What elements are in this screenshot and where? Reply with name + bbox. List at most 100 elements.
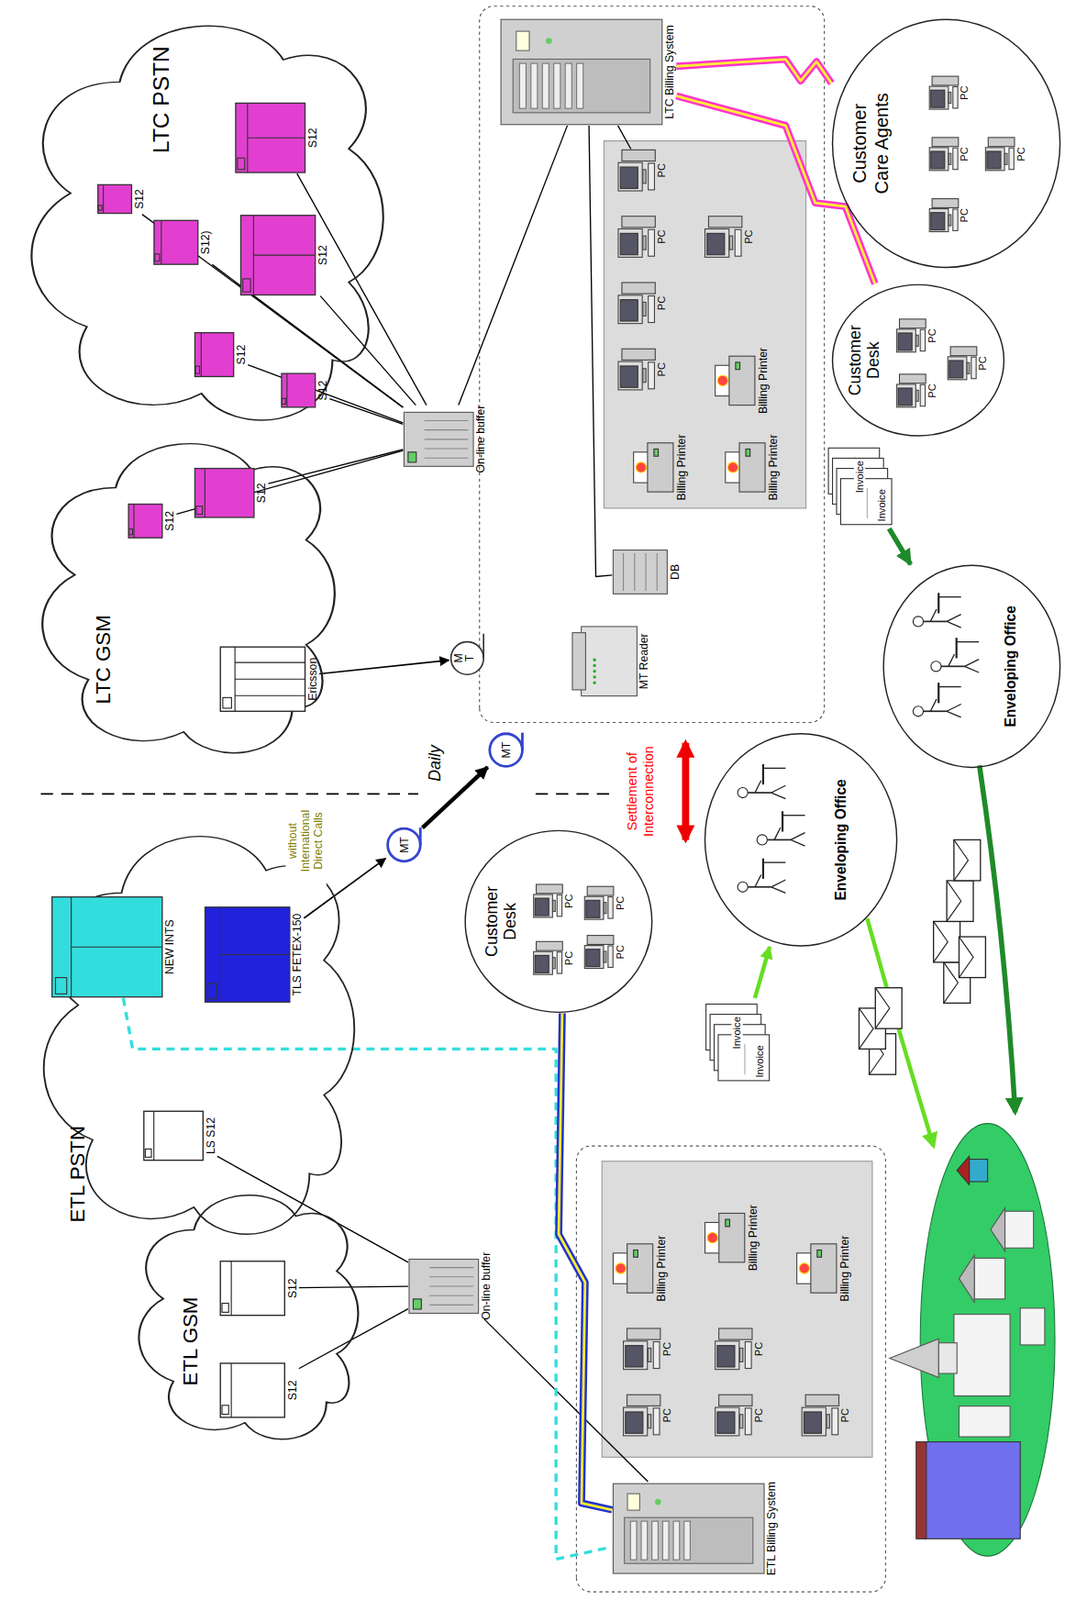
house — [974, 1257, 1005, 1298]
device-icon-part — [987, 137, 1015, 147]
device-icon — [896, 318, 927, 354]
device-icon-part — [608, 945, 613, 967]
device-icon — [611, 1242, 655, 1295]
pc-terminal: PC — [984, 136, 1027, 172]
connector — [297, 173, 427, 405]
billing-printer: Billing Printer — [796, 1235, 853, 1302]
enveloping-office-outline-part — [762, 858, 765, 879]
enveloping-office-outline-part — [923, 621, 948, 623]
label-text: LTC Billing System — [663, 24, 677, 119]
pc-terminal: PC — [714, 1393, 766, 1437]
pc-terminal: PC — [800, 1393, 852, 1437]
label-text: S12 — [306, 127, 320, 148]
device-icon — [583, 885, 614, 921]
device-icon-part — [897, 329, 917, 353]
text-holder: ETL GSM — [178, 1297, 203, 1387]
label-text: PC — [563, 893, 576, 908]
device-icon — [239, 214, 316, 297]
connector-line — [320, 296, 416, 406]
enveloping-office-outline-part — [946, 710, 962, 718]
device-icon-part — [810, 1243, 837, 1293]
switch-cabinet: LS S12 — [143, 1109, 218, 1162]
switch-cabinet: S12 — [193, 332, 248, 378]
device-icon — [928, 75, 959, 111]
device-icon-part — [644, 553, 646, 591]
connector-line — [299, 1309, 409, 1369]
device-icon-part — [592, 680, 596, 684]
device-icon-part — [929, 147, 949, 171]
device-icon-part — [931, 89, 945, 108]
town-ground — [920, 1123, 1055, 1557]
device-icon-part — [587, 935, 614, 945]
text-holder: LTC GSM — [91, 614, 116, 704]
device-icon — [617, 281, 656, 325]
pc-terminal: PC — [714, 1327, 766, 1371]
device-icon-part — [286, 373, 288, 408]
device-icon-part — [643, 368, 646, 383]
connector — [268, 449, 404, 484]
office-ellipse-outline-part — [832, 19, 1061, 267]
device-icon-part — [627, 1328, 661, 1340]
network-cloud-outline-part — [138, 1195, 358, 1440]
device-icon-part — [234, 695, 305, 697]
device-icon — [714, 1327, 754, 1371]
device-icon-part — [412, 1298, 422, 1310]
billing-printer: Billing Printer — [632, 434, 689, 501]
device-icon — [499, 18, 664, 126]
pc-terminal: PC — [617, 148, 668, 192]
tape-symbol-outline-part — [451, 642, 485, 676]
enveloping-office-outline-part — [754, 874, 762, 887]
device-icon-part — [662, 1520, 669, 1560]
network-cloud: LTC PSTNS12S12)S12S12S12S12 — [5, 4, 399, 450]
device-icon-part — [247, 137, 306, 139]
connector — [618, 125, 632, 150]
device-icon-part — [500, 19, 663, 125]
device-icon-part — [231, 1261, 233, 1316]
text-holder: MT — [488, 732, 525, 769]
device-icon-part — [581, 626, 638, 697]
device-icon — [621, 1393, 661, 1437]
device-icon-part — [623, 1407, 648, 1436]
device-icon — [193, 466, 256, 519]
device-icon-part — [220, 646, 305, 711]
label-text: ETL Billing System — [765, 1481, 778, 1576]
device-icon-part — [154, 220, 199, 265]
label-text: Invoice — [754, 1044, 766, 1077]
label-text: Invoice — [854, 460, 866, 493]
device-icon-part — [734, 229, 742, 256]
device-icon — [203, 906, 291, 1004]
device-icon-part — [948, 153, 952, 165]
device-icon — [153, 219, 200, 266]
device-icon-part — [717, 375, 728, 386]
device-icon-part — [615, 1263, 626, 1274]
connector-line — [458, 125, 568, 406]
label-text: PC — [655, 229, 668, 244]
device-icon-part — [408, 452, 417, 463]
operator-divider — [40, 793, 419, 796]
device-icon-part — [618, 295, 643, 324]
device-icon-part — [200, 332, 202, 378]
invoice-stack-outline-part — [743, 1043, 745, 1075]
device-icon — [143, 1109, 205, 1162]
device-icon-part — [221, 1405, 229, 1415]
church-spire — [889, 1338, 939, 1377]
device-icon — [714, 355, 758, 407]
label-text: PC — [655, 163, 668, 178]
billing-printer: Billing Printer — [724, 434, 781, 501]
switch-cabinet: S12 — [280, 372, 330, 409]
device-icon-part — [717, 1345, 735, 1367]
label-text: ETL GSM — [178, 1297, 201, 1387]
device-icon-part — [533, 951, 554, 975]
device-icon-part — [647, 443, 674, 492]
device-icon-part — [931, 76, 959, 86]
label-text: S12 — [234, 344, 248, 366]
enveloping-office-outline-part — [946, 703, 962, 711]
tape-reader: MT Reader — [571, 625, 651, 698]
device-icon-part — [586, 949, 600, 967]
device-icon-part — [931, 151, 945, 169]
device-icon-part — [586, 899, 600, 918]
pc-terminal: PC — [617, 347, 668, 391]
enveloping-office: Enveloping Office — [703, 732, 898, 948]
connector — [754, 946, 770, 999]
device-icon — [928, 198, 959, 233]
